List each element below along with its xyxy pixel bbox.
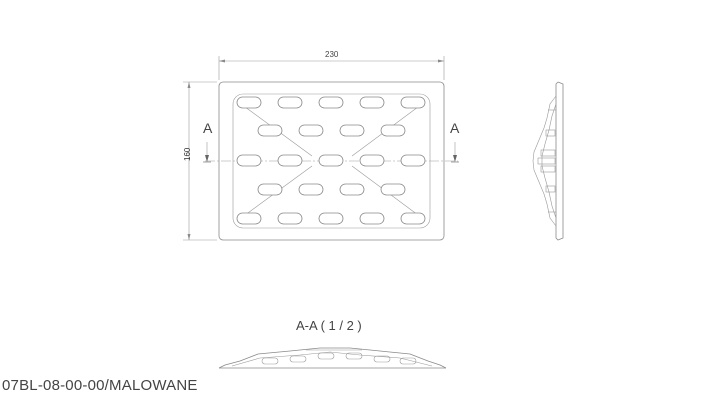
slot [400, 96, 426, 109]
section-title: A-A ( 1 / 2 ) [296, 318, 362, 333]
dim-height-text: 160 [183, 147, 192, 161]
dimension-width [218, 56, 445, 80]
slot [380, 124, 406, 137]
slot [339, 124, 365, 137]
slot [380, 183, 406, 196]
drawing-code: 07BL-08-00-00/MALOWANE [2, 377, 198, 394]
slot [318, 96, 344, 109]
section-arrow-right [451, 142, 459, 163]
slot [359, 154, 385, 167]
front-view [205, 81, 458, 241]
section-marker-left: A [203, 120, 213, 136]
section-marker-right: A [450, 120, 460, 136]
slot [257, 183, 283, 196]
slot [298, 183, 324, 196]
slot [277, 154, 303, 167]
slot [236, 154, 262, 167]
slot [359, 212, 385, 225]
slot [236, 212, 262, 225]
slot [400, 154, 426, 167]
slot [318, 154, 344, 167]
section-view [218, 347, 447, 369]
side-view [532, 81, 564, 241]
section-arrow-left [203, 142, 211, 163]
slot [400, 212, 426, 225]
slot [318, 212, 344, 225]
slot [277, 96, 303, 109]
dimension-height: 160 [183, 81, 217, 241]
slot [236, 96, 262, 109]
slot [257, 124, 283, 137]
dim-width-text: 230 [325, 50, 339, 59]
slot [277, 212, 303, 225]
slot [359, 96, 385, 109]
slot [339, 183, 365, 196]
slot [298, 124, 324, 137]
